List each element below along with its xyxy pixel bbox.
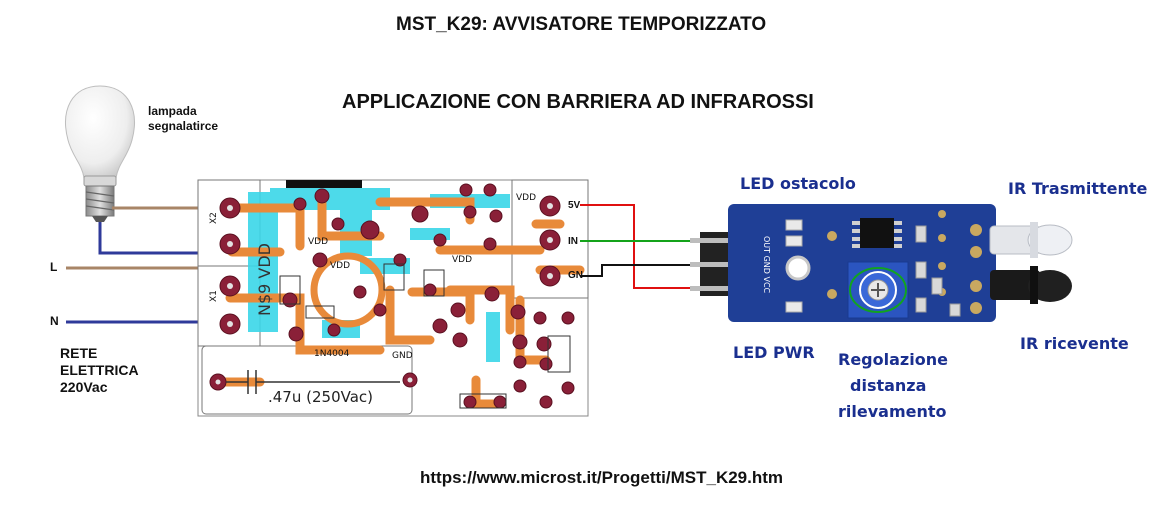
pcb-gnd-label: GND <box>392 351 413 361</box>
pcb-vdd-label-1: VDD <box>330 261 350 271</box>
pcb-board: X2 X1 N$9 VDD .47u (250Vac) 1N4004 GND V… <box>197 179 589 417</box>
label-ir-trasmittente: IR Trasmittente <box>1008 179 1148 198</box>
terminal-gn: GN <box>568 270 583 281</box>
ir-sensor-module: OUT GND VCC <box>690 204 1073 322</box>
pcb-connector-x1: X1 <box>209 290 219 302</box>
terminal-5v: 5V <box>568 200 581 211</box>
project-url: https://www.microst.it/Progetti/MST_K29.… <box>420 468 784 487</box>
pcb-vdd-label-4: VDD <box>308 237 328 247</box>
mains-elettrica: ELETTRICA <box>60 362 139 378</box>
ir-receiver-led-icon <box>990 266 1072 304</box>
label-led-pwr: LED PWR <box>733 343 815 362</box>
neutral-n-label: N <box>50 314 59 328</box>
label-distanza: distanza <box>850 376 927 395</box>
terminal-in: IN <box>568 236 578 247</box>
ir-transmitter-led-icon <box>989 222 1073 258</box>
pcb-connector-x2: X2 <box>209 212 219 224</box>
mains-voltage: 220Vac <box>60 379 108 395</box>
lamp-label: lampada segnalatirce <box>148 104 219 133</box>
label-led-ostacolo: LED ostacolo <box>740 174 856 193</box>
pcb-diode-label: 1N4004 <box>314 349 350 359</box>
sensor-pin-labels: OUT GND VCC <box>762 236 771 294</box>
diagram-title: MST_K29: AVVISATORE TEMPORIZZATO <box>396 14 767 35</box>
pcb-capacitor-label: .47u (250Vac) <box>268 388 373 406</box>
pcb-vdd-label-3: VDD <box>516 193 536 203</box>
label-rilevamento: rilevamento <box>838 402 947 421</box>
label-regolazione: Regolazione <box>838 350 948 369</box>
diagram-subtitle: APPLICAZIONE CON BARRIERA AD INFRAROSSI <box>342 91 814 113</box>
line-l-label: L <box>50 260 58 274</box>
pcb-vdd-label-2: VDD <box>452 255 472 265</box>
pcb-vertical-vdd: N$9 VDD <box>255 243 274 316</box>
label-ir-ricevente: IR ricevente <box>1020 334 1129 353</box>
mains-rete: RETE <box>60 345 98 361</box>
light-bulb-icon <box>65 85 135 222</box>
